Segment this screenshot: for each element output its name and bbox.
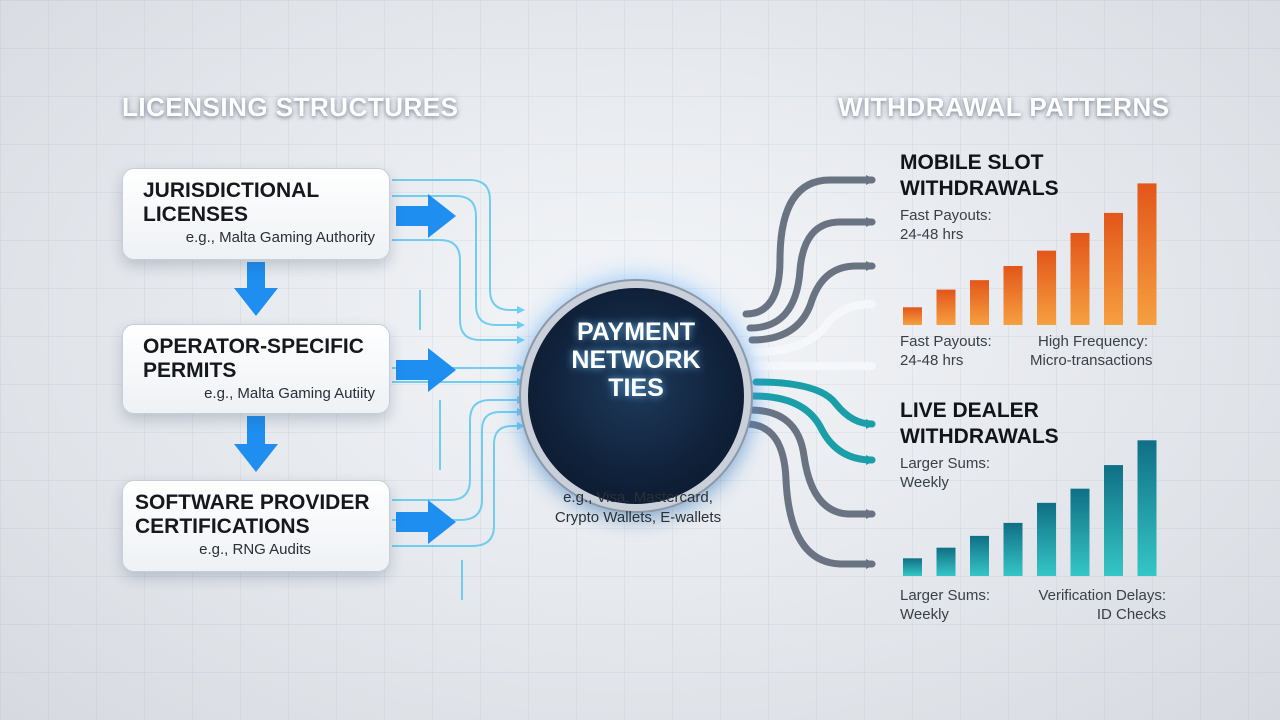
- hub-title: PAYMENT NETWORK TIES: [528, 318, 744, 402]
- license-example: e.g., RNG Audits: [199, 541, 311, 558]
- hub-to-withdrawal-arrows: [742, 175, 876, 569]
- live-dealer-bar: [1037, 502, 1056, 576]
- mobile-slot-bar: [1037, 250, 1056, 325]
- hub-example-line: e.g., Visa, Mastercard,: [563, 489, 713, 506]
- live-dealer-bar: [1070, 488, 1090, 576]
- license-title: SOFTWARE PROVIDER CERTIFICATIONS: [135, 491, 370, 538]
- operator-permits-box: OPERATOR-SPECIFIC PERMITS e.g., Malta Ga…: [122, 324, 390, 414]
- live-title-line: WITHDRAWALS: [900, 425, 1059, 448]
- live-note-left: Larger Sums: Weekly: [900, 586, 990, 624]
- mobile-slot-bar: [903, 307, 922, 325]
- mobile-slot-bar: [1070, 232, 1090, 325]
- license-to-hub-lines: [392, 179, 525, 600]
- note-line: 24-48 hrs: [900, 226, 964, 243]
- live-dealer-bar: [970, 535, 989, 576]
- mobile-title-line: WITHDRAWALS: [900, 177, 1059, 200]
- mobile-slot-title: MOBILE SLOT WITHDRAWALS: [900, 150, 1059, 202]
- note-line: 24-48 hrs: [900, 352, 964, 369]
- live-dealer-title: LIVE DEALER WITHDRAWALS: [900, 398, 1059, 450]
- note-line: Weekly: [900, 606, 949, 623]
- mobile-note-right: High Frequency: Micro-transactions: [1030, 332, 1153, 370]
- note-line: High Frequency:: [1038, 333, 1149, 350]
- jurisdictional-licenses-box: JURISDICTIONAL LICENSES e.g., Malta Gami…: [122, 168, 390, 260]
- live-dealer-bar: [936, 547, 956, 576]
- mobile-slot-bar: [1137, 183, 1157, 325]
- hub-title-text: PAYMENT NETWORK TIES: [571, 318, 701, 402]
- hub-examples: e.g., Visa, Mastercard, Crypto Wallets, …: [530, 488, 746, 528]
- note-line: ID Checks: [1096, 606, 1166, 623]
- withdrawal-patterns-heading: WITHDRAWAL PATTERNS: [838, 92, 1170, 122]
- mobile-slot-bar-chart: [903, 183, 1157, 325]
- mobile-title-line: MOBILE SLOT: [900, 151, 1044, 174]
- mobile-note-left: Fast Payouts: 24-48 hrs: [900, 332, 992, 370]
- license-title: JURISDICTIONAL LICENSES: [143, 179, 319, 226]
- note-line: Larger Sums:: [900, 587, 991, 604]
- software-provider-box: SOFTWARE PROVIDER CERTIFICATIONS e.g., R…: [122, 480, 390, 572]
- mobile-slot-bar: [1104, 212, 1123, 325]
- note-line: Micro-transactions: [1030, 352, 1153, 369]
- mobile-note-top: Fast Payouts: 24-48 hrs: [900, 206, 992, 244]
- live-dealer-bar: [1003, 522, 1023, 576]
- mobile-slot-bar: [970, 280, 989, 325]
- note-line: Fast Payouts:: [900, 333, 992, 350]
- mobile-slot-bar: [1003, 266, 1023, 325]
- note-line: Verification Delays:: [1038, 587, 1166, 604]
- hub-example-line: Crypto Wallets, E-wallets: [554, 509, 722, 526]
- note-line: Larger Sums:: [900, 455, 991, 472]
- live-note-right: Verification Delays: ID Checks: [1028, 586, 1166, 624]
- license-blue-arrows: [234, 194, 456, 544]
- live-dealer-bar: [1137, 440, 1157, 576]
- license-title: OPERATOR-SPECIFIC PERMITS: [143, 335, 364, 382]
- live-title-line: LIVE DEALER: [900, 399, 1039, 422]
- licensing-structures-heading: LICENSING STRUCTURES: [122, 92, 459, 122]
- payment-network-hub: [528, 288, 744, 504]
- live-dealer-bar: [1104, 465, 1123, 576]
- mobile-slot-bar: [936, 289, 956, 325]
- live-note-top: Larger Sums: Weekly: [900, 454, 990, 492]
- live-dealer-bar: [903, 558, 922, 576]
- live-dealer-bar-chart: [903, 440, 1157, 576]
- license-example: e.g., Malta Gaming Authority: [185, 229, 375, 246]
- license-example: e.g., Malta Gaming Autiity: [204, 385, 375, 402]
- note-line: Weekly: [900, 474, 949, 491]
- note-line: Fast Payouts:: [900, 207, 992, 224]
